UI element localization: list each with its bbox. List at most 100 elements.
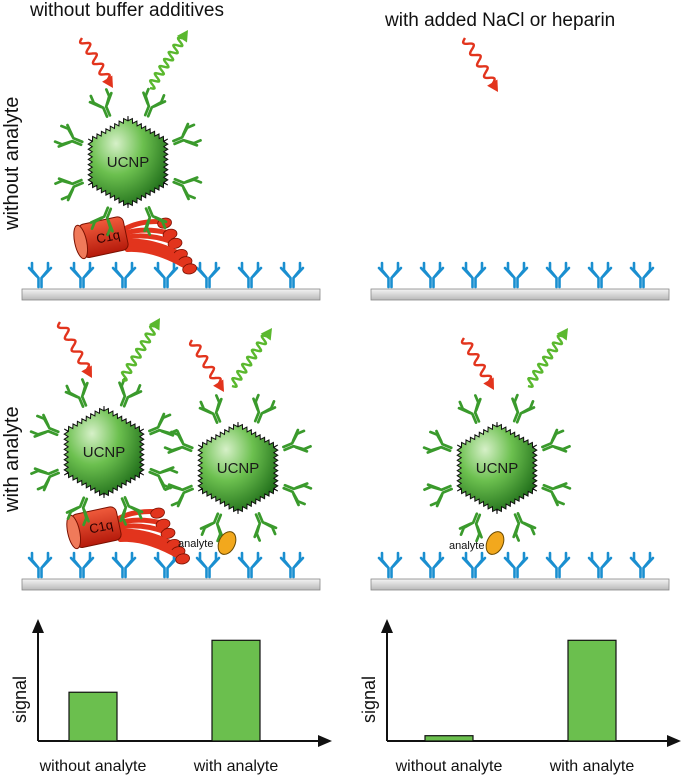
antibody [461, 261, 487, 289]
antibody [27, 551, 53, 579]
c1q-complex: C1q [66, 506, 190, 565]
c1q-arm [123, 242, 186, 263]
x-tick-label: with analyte [549, 758, 635, 775]
antibody [64, 378, 89, 408]
emission-arrow [148, 30, 188, 90]
emission-arrow [527, 328, 568, 388]
surface-antibodies [27, 261, 655, 579]
antibody [89, 206, 114, 237]
surface-right-middle [370, 578, 670, 591]
bar [424, 735, 474, 742]
antibody [111, 261, 137, 289]
antibody [503, 261, 529, 289]
antibody [419, 551, 445, 579]
ucnp-particle: UCNP [53, 87, 203, 237]
ucnp-core [456, 421, 538, 515]
excitation-arrow [56, 321, 92, 378]
antibody [629, 261, 655, 289]
antibody [30, 467, 60, 492]
header-right: with added NaCl or heparin [384, 10, 615, 31]
ucnp-label: UCNP [217, 460, 260, 477]
excitation-arrow [461, 37, 498, 92]
bar [567, 639, 617, 742]
ucnp-core [87, 115, 169, 209]
x-tick-label: without analyte [395, 758, 503, 775]
signal-chart-left: signal without analyte with analyte [10, 619, 332, 775]
antibody [545, 261, 571, 289]
antibody [377, 551, 403, 579]
y-axis-arrowhead [32, 619, 44, 633]
c1q-arm [124, 246, 190, 270]
antibody [541, 428, 571, 453]
row-label-top: without analyte [1, 97, 23, 231]
x-tick-label: with analyte [193, 758, 279, 775]
antibody [163, 429, 194, 454]
antibody [282, 482, 313, 507]
analyte-label-left: analyte [178, 538, 213, 550]
antibody [148, 466, 179, 491]
antibody [69, 551, 95, 579]
c1q-head [175, 553, 190, 565]
antibody [461, 551, 487, 579]
antibody [629, 551, 655, 579]
antibody [172, 122, 202, 147]
y-axis-label: signal [10, 676, 30, 723]
bar [68, 691, 118, 742]
antibody [423, 483, 453, 508]
ucnp-core [63, 405, 145, 499]
c1q-head [182, 263, 197, 275]
antibody [65, 496, 90, 527]
antibody [541, 482, 572, 507]
c1q-arm [117, 536, 183, 560]
y-axis-label: signal [359, 676, 379, 723]
surface-left-top [21, 288, 321, 301]
antibody [511, 393, 536, 424]
y-axis-arrowhead [381, 619, 393, 633]
antibody [279, 551, 305, 579]
ucnp-label: UCNP [107, 154, 150, 171]
surface-left-middle [21, 578, 321, 591]
ucnp-particle: UCNP [422, 393, 572, 543]
antibody [198, 394, 223, 424]
ucnp-label: UCNP [83, 444, 126, 461]
antibody [458, 512, 483, 543]
c1q-head [160, 527, 176, 539]
c1q-label: C1q [88, 517, 114, 537]
x-tick-label: without analyte [39, 758, 147, 775]
antibody [279, 261, 305, 289]
antibody [195, 261, 221, 289]
c1q-complex: C1q [73, 216, 197, 275]
antibody [545, 551, 571, 579]
antibody [88, 88, 113, 118]
antibody [377, 261, 403, 289]
excitation-arrow [188, 339, 224, 392]
antibody [29, 413, 60, 438]
antibody [164, 483, 194, 508]
ucnp-core [197, 421, 279, 515]
antibody [172, 176, 203, 201]
antibody [142, 87, 167, 118]
analyte-left: analyte [178, 531, 237, 555]
antibody [54, 177, 84, 202]
ucnp-particle: UCNP [29, 377, 179, 527]
c1q-arm [116, 528, 174, 546]
signal-chart-right: signal without analyte with analyte [359, 619, 681, 775]
antibody [253, 512, 278, 542]
c1q-head [150, 507, 165, 519]
analyte-label-right: analyte [449, 540, 484, 552]
excitation-arrow [460, 337, 494, 390]
antibody [118, 377, 143, 408]
row-label-middle: with analyte [1, 406, 23, 513]
antibody [237, 551, 263, 579]
x-axis-arrowhead [318, 735, 332, 747]
antibody [237, 261, 263, 289]
c1q-drum-end [73, 224, 89, 260]
antibody [195, 551, 221, 579]
antibody [252, 393, 277, 424]
c1q-head [167, 237, 183, 249]
c1q-arm [123, 238, 181, 256]
antibody [457, 394, 482, 424]
antibody [422, 429, 453, 454]
